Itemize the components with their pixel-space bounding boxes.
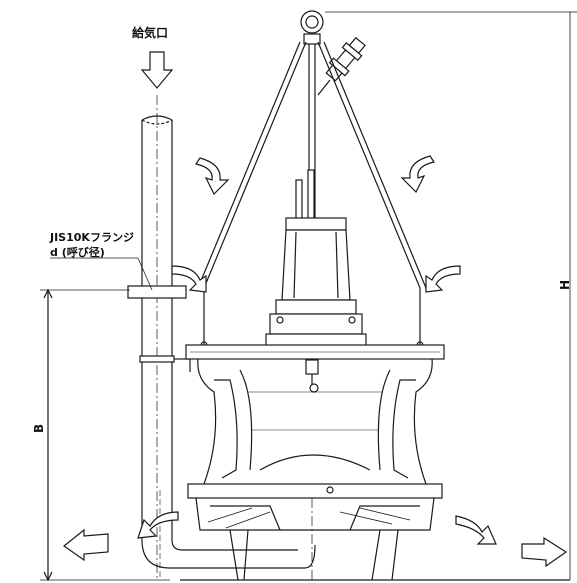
curved-flow-arrow-icon	[455, 515, 497, 545]
curved-flow-arrow-icon	[171, 265, 207, 293]
curved-flow-arrow-icon	[521, 536, 568, 568]
top-plate	[185, 344, 445, 360]
dimension-b	[40, 288, 170, 582]
curved-flow-arrow-icon	[137, 511, 179, 539]
flange	[127, 285, 187, 299]
aerator-body	[187, 358, 443, 580]
dimension-h	[325, 11, 577, 580]
dimension-h-label: H	[558, 279, 572, 290]
dimension-b-label: B	[32, 423, 46, 433]
curved-flow-arrow-icon	[400, 155, 435, 194]
flange-spec-label: JIS10Kフランジ	[50, 231, 134, 244]
motor	[265, 169, 367, 393]
legs	[180, 529, 570, 581]
flow-arrows	[62, 155, 568, 568]
curved-flow-arrow-icon	[195, 157, 230, 196]
curved-flow-arrow-icon	[425, 265, 461, 293]
air-inlet-label: 給気口	[132, 26, 169, 40]
flange-diameter-label: d (呼び径)	[50, 246, 105, 259]
hose-fitting	[325, 36, 366, 82]
inlet-arrow-icon	[140, 51, 174, 89]
curved-flow-arrow-icon	[62, 528, 109, 562]
